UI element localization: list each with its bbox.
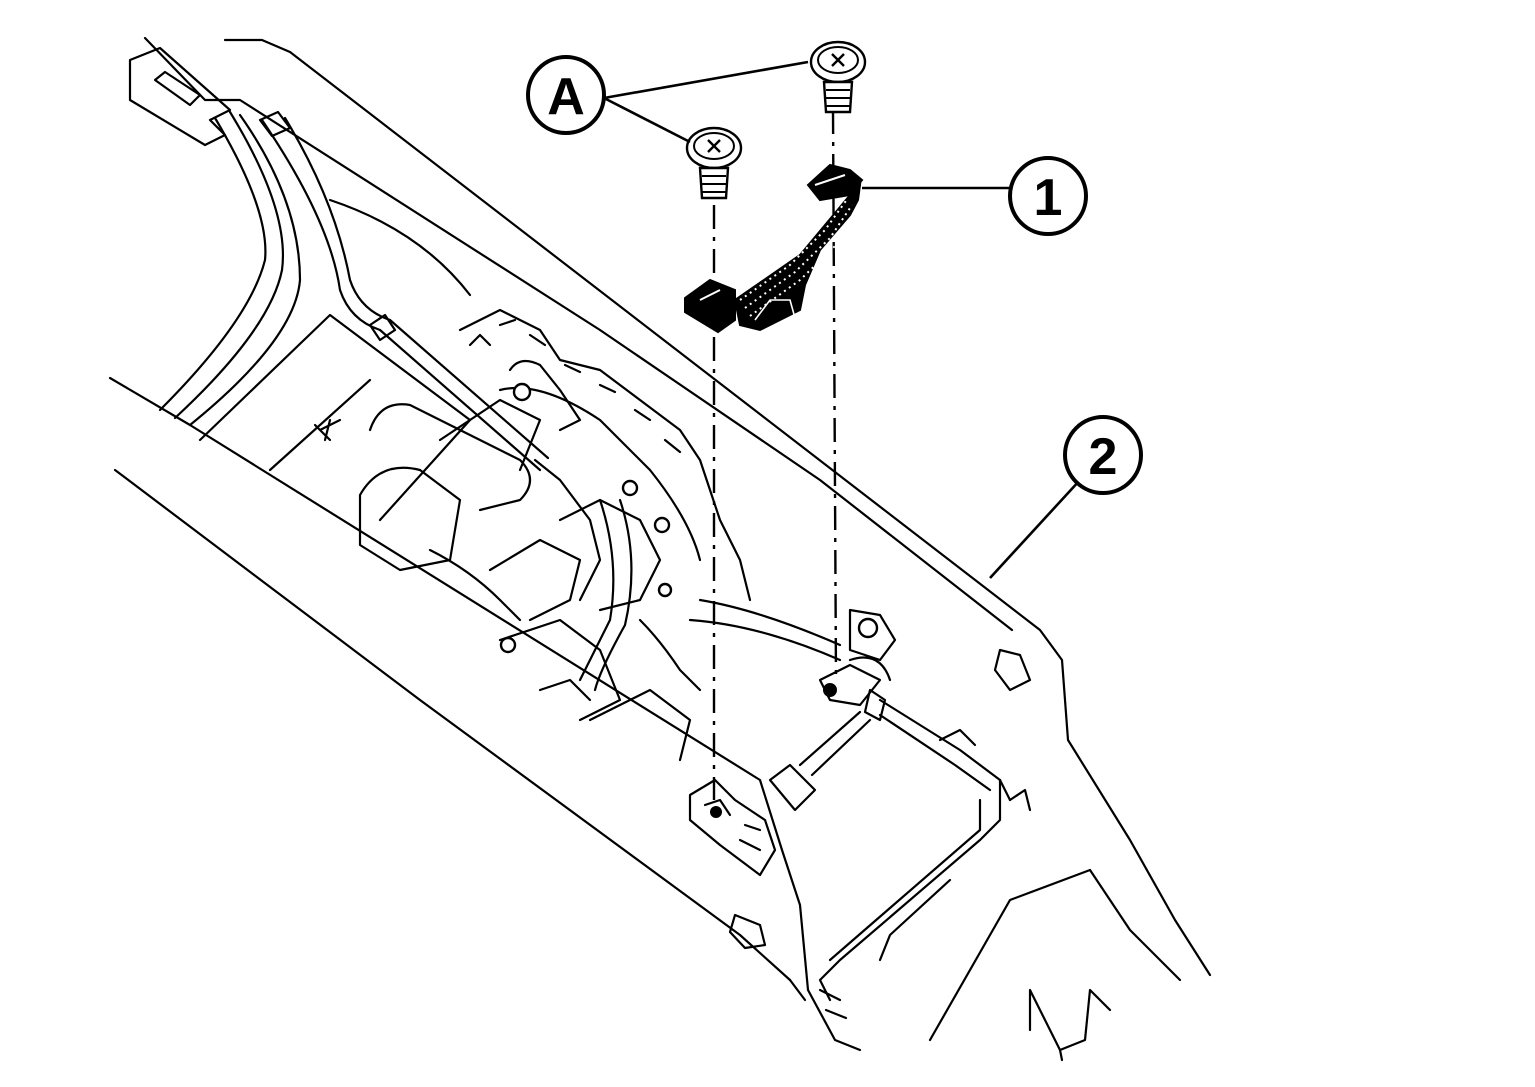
callout-leaders (603, 60, 1081, 579)
callout-a: A (526, 55, 606, 135)
callout-1-label: 1 (1034, 169, 1063, 227)
connector-component (684, 163, 864, 334)
screw-upper (809, 40, 867, 114)
callout-2-label: 2 (1089, 428, 1118, 486)
alignment-lines (712, 109, 838, 800)
wire-harness (128, 46, 550, 472)
callout-a-label: A (547, 68, 585, 126)
callout-1: 1 (1008, 156, 1088, 236)
lower-bracket (768, 608, 1032, 1020)
central-assembly (198, 308, 842, 762)
left-bracket (688, 648, 1032, 950)
screw-lower (685, 126, 743, 200)
panel-body (108, 36, 1212, 1062)
callout-2: 2 (1063, 415, 1143, 495)
